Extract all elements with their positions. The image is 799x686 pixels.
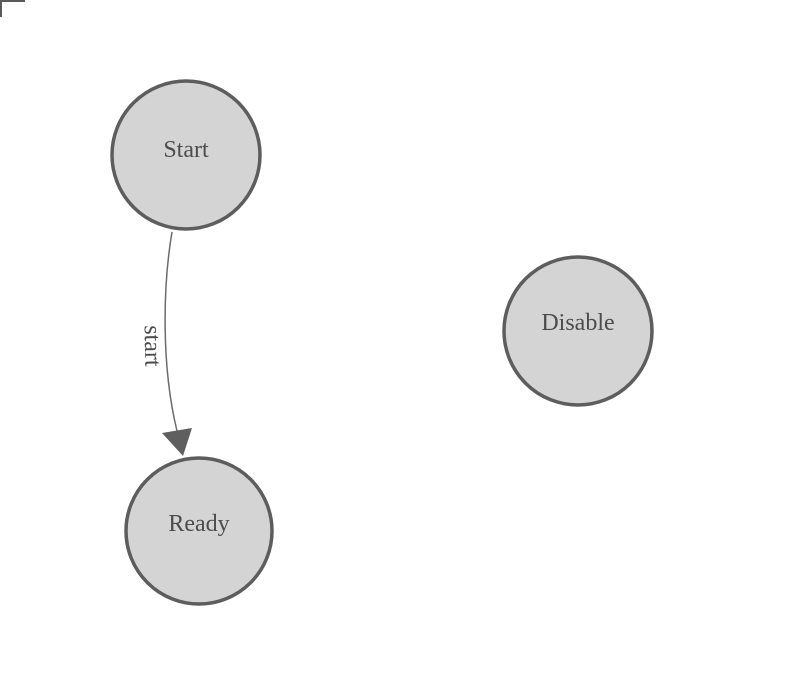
state-node-ready[interactable]: Ready xyxy=(124,456,274,606)
state-label-start: Start xyxy=(163,137,209,163)
state-node-disable[interactable]: Disable xyxy=(502,255,654,407)
edge-line[interactable] xyxy=(164,231,178,432)
state-label-ready: Ready xyxy=(168,511,229,537)
state-node-start[interactable]: Start xyxy=(110,79,262,231)
arrowhead-icon xyxy=(162,428,192,456)
transition-start-to-ready[interactable]: start xyxy=(139,231,192,456)
state-circle-start[interactable] xyxy=(110,79,262,231)
origin-corner-mark xyxy=(0,0,25,17)
state-circle-disable[interactable] xyxy=(502,255,654,407)
state-circle-ready[interactable] xyxy=(124,456,274,606)
edge-label: start xyxy=(139,325,166,367)
state-label-disable: Disable xyxy=(541,310,614,336)
